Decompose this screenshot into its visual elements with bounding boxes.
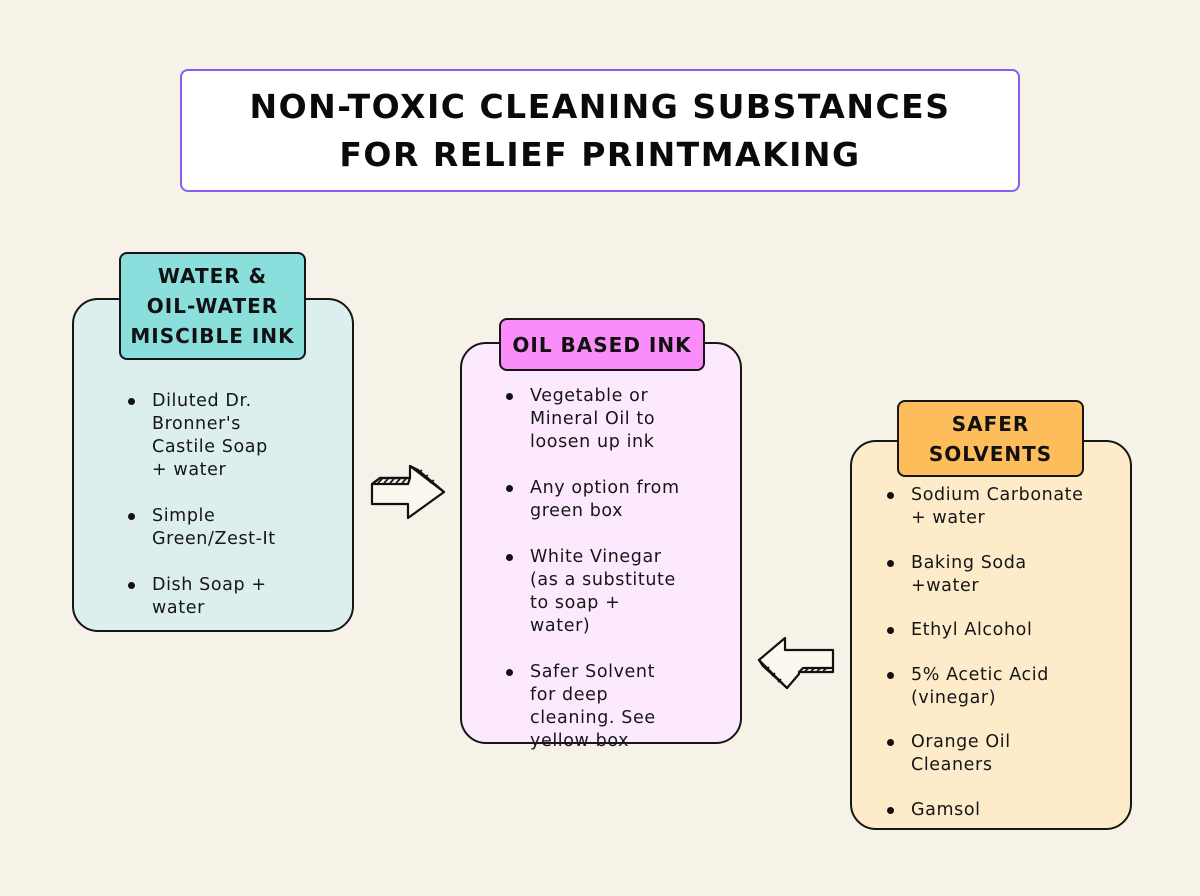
heading-line: SAFER <box>951 411 1030 436</box>
water-miscible-ink-heading: WATER & OIL-WATER MISCIBLE INK <box>119 252 306 360</box>
oil-based-ink-panel <box>460 342 742 744</box>
list-item: Safer Solvent for deep cleaning. See yel… <box>506 661 731 753</box>
heading-line: WATER & <box>157 264 268 288</box>
list-item: Any option from green box <box>506 477 731 523</box>
heading-line: OIL-WATER <box>146 294 279 318</box>
oil-based-ink-heading: OIL BASED INK <box>499 318 705 371</box>
safer-solvents-list: Sodium Carbonate + water Baking Soda +wa… <box>887 484 1127 843</box>
list-item: Diluted Dr. Bronner's Castile Soap + wat… <box>128 390 343 482</box>
oil-based-ink-list: Vegetable or Mineral Oil to loosen up in… <box>506 385 731 776</box>
list-item: Orange Oil Cleaners <box>887 731 1127 777</box>
list-item: White Vinegar (as a substitute to soap +… <box>506 546 731 638</box>
title-box: NON-TOXIC CLEANING SUBSTANCES FOR RELIEF… <box>180 69 1020 192</box>
title-line-2: FOR RELIEF PRINTMAKING <box>339 134 861 174</box>
list-item: Baking Soda +water <box>887 552 1127 598</box>
list-item: 5% Acetic Acid (vinegar) <box>887 664 1127 710</box>
list-item: Ethyl Alcohol <box>887 619 1127 642</box>
safer-solvents-heading: SAFER SOLVENTS <box>897 400 1084 477</box>
heading-line: MISCIBLE INK <box>130 324 295 348</box>
list-item: Dish Soap + water <box>128 574 343 620</box>
list-item: Vegetable or Mineral Oil to loosen up in… <box>506 385 731 454</box>
safer-solvents-panel <box>850 440 1132 830</box>
list-item: Sodium Carbonate + water <box>887 484 1127 530</box>
heading-line: OIL BASED INK <box>512 332 692 357</box>
title-line-1: NON-TOXIC CLEANING SUBSTANCES <box>249 86 951 126</box>
list-item: Gamsol <box>887 799 1127 822</box>
heading-line: SOLVENTS <box>928 441 1053 466</box>
arrow-right-icon <box>370 464 446 520</box>
arrow-left-icon <box>757 636 835 690</box>
water-miscible-ink-list: Diluted Dr. Bronner's Castile Soap + wat… <box>128 390 343 643</box>
list-item: Simple Green/Zest-It <box>128 505 343 551</box>
